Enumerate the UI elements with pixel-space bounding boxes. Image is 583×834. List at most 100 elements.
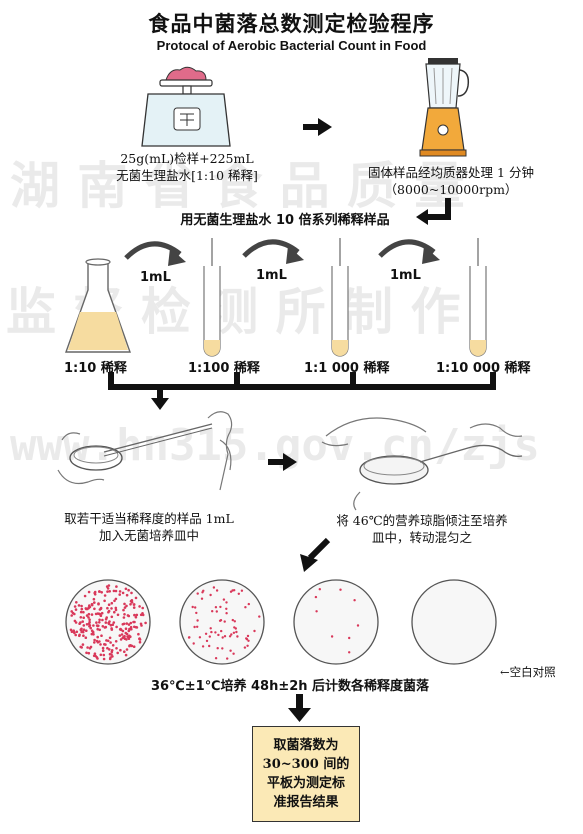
colony-dot [253,629,256,633]
colony-dot [223,635,227,638]
colony-dot [96,612,100,615]
colony-dot [98,621,101,624]
colony-dot [84,636,88,639]
colony-dot [74,633,77,637]
colony-dot [79,610,83,614]
colony-dot [86,646,89,649]
colony-dot [89,626,92,630]
colony-dot [315,610,318,613]
colony-dot [80,646,83,649]
colony-dot [121,591,125,595]
colony-dot [134,596,138,600]
colony-dot [211,610,214,613]
colony-dot [244,606,247,609]
colony-dot [222,598,226,601]
colony-dot [93,591,96,595]
colony-dot [126,614,130,617]
colony-dot [99,643,102,646]
colony-dot [135,613,139,617]
colony-dot [80,607,84,611]
colony-dot [129,599,133,603]
step3-line-1: 取若干适当稀释度的样品 1mL [64,511,234,526]
colony-dot [124,627,128,630]
dilution-label: 1:100 稀释 [188,361,260,376]
colony-dot [96,624,99,628]
colony-dot [80,627,83,631]
colony-dot [191,605,194,609]
colony-dot [120,633,124,636]
colony-dot [102,657,106,661]
colony-dot [93,652,97,655]
colony-dot [96,635,99,639]
colony-dot [339,588,342,591]
page-title: 食品中菌落总数测定检验程序 [148,12,435,36]
colony-dot [138,640,142,644]
colony-dot [85,614,89,617]
pipetting-hands-icon [57,411,233,491]
colony-dot [90,629,94,632]
page-subtitle: Protocal of Aerobic Bacterial Count in F… [156,38,427,53]
colony-dot [88,618,91,621]
colony-dot [92,624,95,627]
transfer-volume-label: 1mL [140,270,171,285]
colony-dot [93,607,96,611]
colony-dot [80,604,83,608]
colony-dot [73,619,77,623]
colony-dot [232,652,235,655]
colony-dot [209,627,212,630]
colony-dot [138,605,141,608]
colony-dot [115,647,118,650]
colony-dot [232,631,236,634]
colony-dot [106,590,109,593]
watermark-line-1: 湖 南 省 食 品 质 量 [10,156,465,215]
colony-dot [105,616,108,619]
colony-dot [221,647,224,650]
colony-dot [247,602,250,606]
colony-dot [233,626,236,629]
colony-dot [226,657,229,660]
step2-line-2: （8000~10000rpm） [384,182,518,197]
colony-dot [98,640,101,643]
colony-dot [70,610,73,613]
collection-bracket [108,372,496,410]
colony-dot [110,649,114,652]
colony-dot [318,588,321,591]
colony-dot [314,595,318,599]
colony-dot [69,628,73,632]
colony-dot [225,607,228,610]
curved-arrow-icon [242,239,304,264]
colony-dot [212,586,216,589]
colony-dot [125,604,128,608]
colony-dot [192,642,195,645]
colony-dot [110,607,113,610]
colony-dot [258,615,261,618]
colony-dot [141,613,145,617]
colony-dot [127,588,130,592]
colony-dot [125,648,129,651]
colony-dot [215,610,218,613]
colony-dot [141,606,144,610]
colony-dot [108,657,112,661]
colony-dot [103,594,107,597]
colony-dot [83,594,87,598]
colony-dot [105,585,109,588]
petri-plate-dense [65,579,151,665]
colony-dot [110,601,114,605]
colony-dot [225,612,228,615]
colony-dot [129,603,132,606]
colony-dot [214,631,217,634]
colony-dot [196,625,199,628]
colony-dot [85,629,88,632]
colony-dot [138,637,141,640]
pouring-hands-icon [321,417,523,511]
colony-dot [218,619,222,622]
colony-dot [119,648,122,652]
colony-dot [97,602,100,605]
arrow-right-icon [268,453,297,471]
colony-dot [119,638,123,641]
colony-dot [123,613,126,616]
colony-dot [74,608,78,611]
colony-dot [109,623,113,627]
colony-dot [111,644,115,647]
